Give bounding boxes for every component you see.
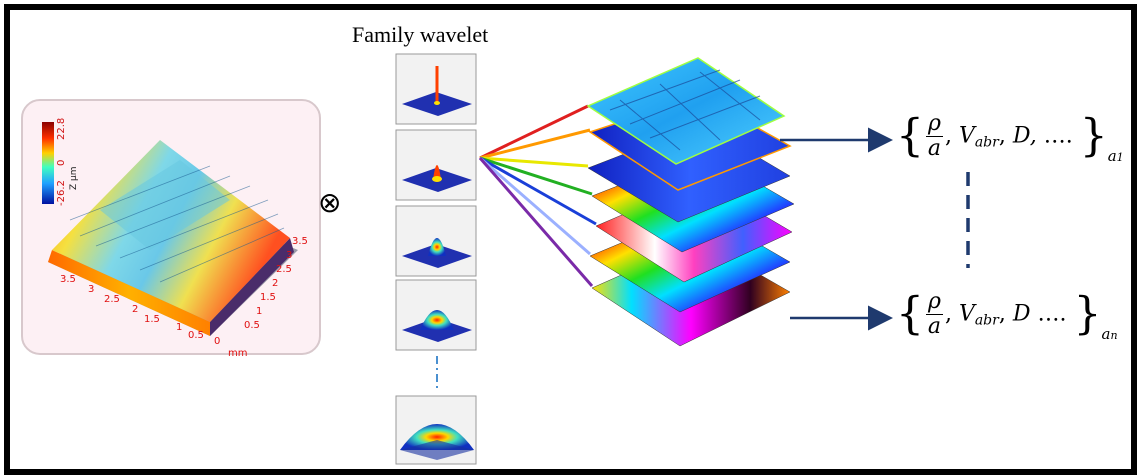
- colorbar-min: -26.2: [56, 180, 67, 206]
- x-tick: 1: [176, 322, 182, 333]
- colorbar-mid: 0: [56, 160, 67, 166]
- x-tick: 3: [88, 284, 94, 295]
- wavelet-thumb-2: [395, 129, 477, 201]
- x-unit: mm: [228, 348, 247, 359]
- wavelet-thumbnails: [395, 53, 477, 465]
- dots: ….: [1037, 301, 1067, 327]
- wavelet-thumb-5: [395, 395, 477, 465]
- v-sub: abr: [974, 134, 999, 151]
- dots: ….: [1043, 123, 1073, 149]
- y-tick: 2.5: [276, 264, 292, 275]
- a: a: [927, 314, 942, 340]
- y-tick: 0.5: [244, 320, 260, 331]
- layer-1: [586, 57, 786, 165]
- surface-plot-panel: 22.8 0 -26.2 Z µm 3.5 3 2.5 2 1.5 1 0.5 …: [21, 99, 321, 359]
- family-wavelet-title: Family wavelet: [352, 22, 489, 47]
- wavelet-thumb-1: [395, 53, 477, 125]
- x-tick: 3.5: [60, 274, 76, 285]
- d-term: D: [1012, 301, 1031, 327]
- colorbar-max: 22.8: [56, 118, 67, 140]
- v-sub: abr: [974, 312, 999, 329]
- scale-sub: 1: [1116, 150, 1124, 164]
- scale: a: [1107, 146, 1117, 165]
- wavelet-thumb-3: [395, 205, 477, 277]
- scale: a: [1101, 324, 1111, 343]
- decomposition-layers: [586, 57, 795, 347]
- wavelet-thumb-4: [395, 279, 477, 351]
- x-tick: 1.5: [144, 314, 160, 325]
- colorbar: [42, 122, 54, 204]
- v-abr: V: [958, 123, 975, 149]
- x-tick: 0: [214, 336, 220, 347]
- convolution-operator: ⊗: [318, 186, 342, 219]
- rho: ρ: [926, 111, 943, 138]
- v-abr: V: [958, 301, 975, 327]
- y-tick: 3: [286, 250, 292, 261]
- y-tick: 1.5: [260, 292, 276, 303]
- y-tick: 1: [256, 306, 262, 317]
- x-tick: 2.5: [104, 294, 120, 305]
- layer-connectors: [478, 104, 597, 287]
- colorbar-label: Z µm: [69, 166, 79, 190]
- y-tick: 3.5: [292, 236, 308, 247]
- rho: ρ: [926, 289, 943, 316]
- d-term: D,: [1012, 123, 1037, 149]
- scale-sub: n: [1110, 328, 1118, 342]
- a: a: [927, 136, 942, 162]
- x-tick: 0.5: [188, 330, 204, 341]
- y-tick: 2: [272, 278, 278, 289]
- x-tick: 2: [132, 304, 138, 315]
